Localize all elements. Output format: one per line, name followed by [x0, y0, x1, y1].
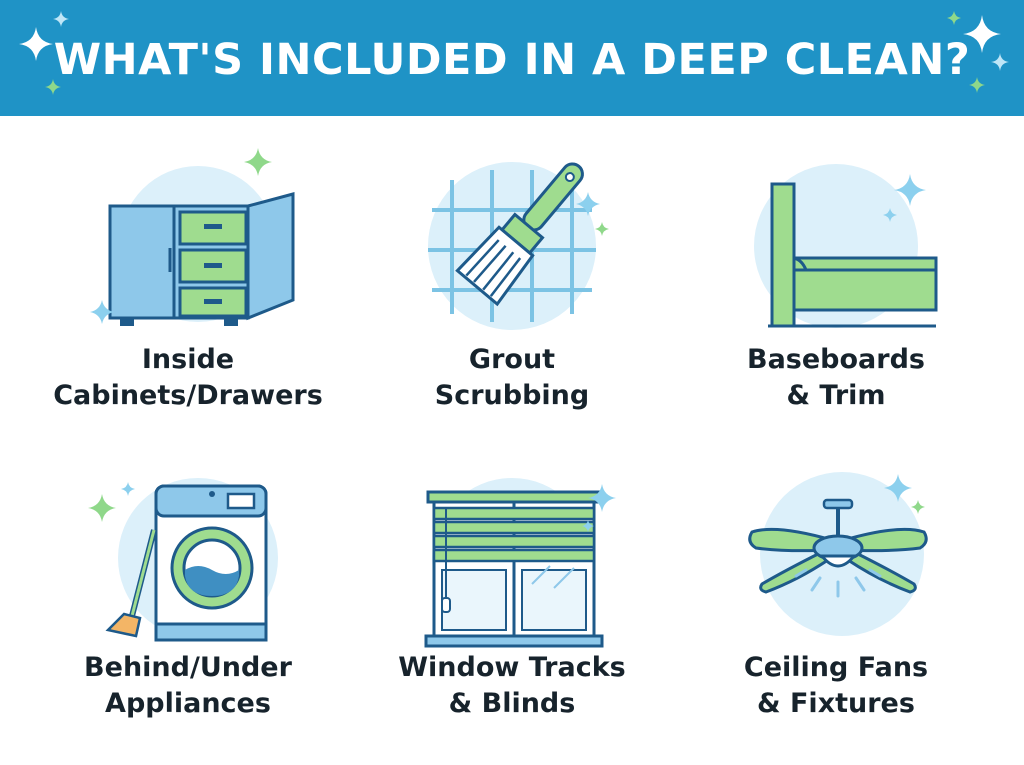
- item-ceiling-fans: Ceiling Fans & Fixtures: [666, 428, 1006, 728]
- ceiling-fan-icon: [748, 472, 928, 636]
- item-baseboards-trim: Baseboards & Trim: [666, 120, 1006, 420]
- item-behind-appliances: Behind/Under Appliances: [18, 428, 358, 728]
- sparkle-icon: [991, 53, 1009, 71]
- item-label: Baseboards & Trim: [747, 344, 925, 411]
- sparkle-icon: [969, 77, 985, 93]
- sparkle-icon: [45, 79, 61, 95]
- washing-machine-icon: [88, 478, 278, 642]
- item-label: Ceiling Fans & Fixtures: [743, 652, 929, 719]
- sparkle-icon: [19, 27, 53, 61]
- baseboard-icon: [754, 164, 938, 328]
- page-title: WHAT'S INCLUDED IN A DEEP CLEAN?: [53, 35, 971, 85]
- sparkle-icon: [53, 11, 69, 27]
- item-label: Grout Scrubbing: [434, 344, 590, 411]
- item-label: Window Tracks & Blinds: [398, 652, 626, 719]
- sparkle-icon: [963, 15, 1001, 53]
- item-window-blinds: Window Tracks & Blinds: [342, 428, 682, 728]
- header-banner: WHAT'S INCLUDED IN A DEEP CLEAN?: [0, 0, 1024, 116]
- item-grout-scrubbing: Grout Scrubbing: [342, 120, 682, 420]
- scrub-brush-icon: [428, 162, 609, 330]
- sparkle-icon: [947, 11, 961, 25]
- window-blinds-icon: [424, 478, 616, 648]
- cabinet-icon: [90, 148, 295, 326]
- item-label: Inside Cabinets/Drawers: [53, 344, 323, 411]
- item-label: Behind/Under Appliances: [84, 652, 292, 719]
- item-inside-cabinets: Inside Cabinets/Drawers: [18, 120, 358, 420]
